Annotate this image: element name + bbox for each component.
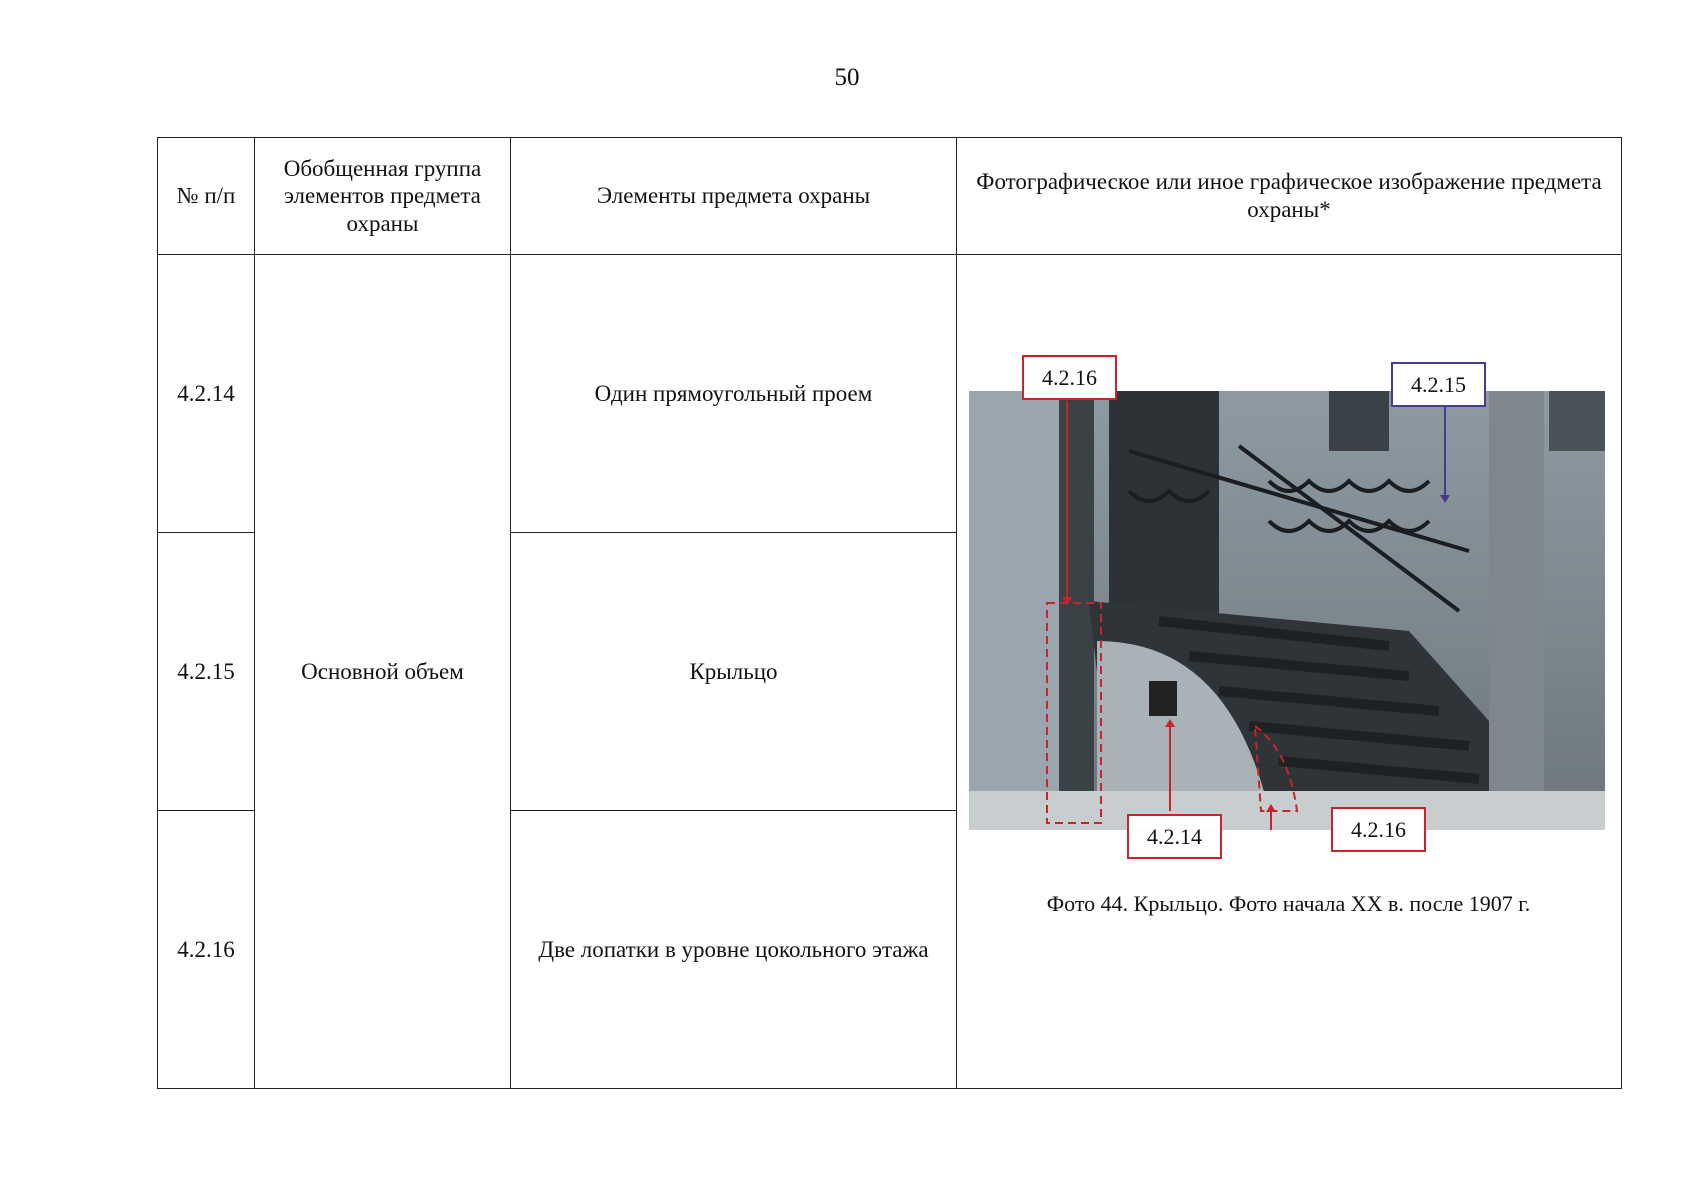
photo-figure: 4.2.16 4.2.15 4.2.14 4.2.16 Фото 44. Кры… bbox=[957, 255, 1620, 1084]
page-number: 50 bbox=[834, 64, 860, 91]
photo-cell: 4.2.16 4.2.15 4.2.14 4.2.16 Фото 44. Кры… bbox=[956, 254, 1622, 1089]
callout-4-2-16-top: 4.2.16 bbox=[1022, 355, 1117, 400]
table-row: 4.2.14 Основной объем Один прямоугольный… bbox=[157, 254, 1622, 1089]
header-image: Фотографическое или иное графическое изо… bbox=[956, 137, 1622, 255]
row-number: 4.2.14 bbox=[157, 254, 255, 533]
header-number: № п/п bbox=[157, 137, 255, 255]
callout-4-2-16-bottom: 4.2.16 bbox=[1331, 807, 1426, 852]
row-number: 4.2.15 bbox=[157, 532, 255, 811]
table-row: 4.2.15 Крыльцо bbox=[157, 532, 1622, 811]
callout-4-2-14: 4.2.14 bbox=[1127, 814, 1222, 859]
porch-photo bbox=[969, 391, 1605, 830]
table-header-row: № п/п Обобщенная группа элементов предме… bbox=[157, 137, 1622, 255]
callout-4-2-15: 4.2.15 bbox=[1391, 362, 1486, 407]
group-cell: Основной объем bbox=[254, 254, 511, 1089]
row-element: Один прямоугольный проем bbox=[510, 254, 957, 533]
photo-caption: Фото 44. Крыльцо. Фото начала XX в. посл… bbox=[1046, 891, 1531, 916]
row-element: Крыльцо bbox=[510, 532, 957, 811]
protection-elements-table: № п/п Обобщенная группа элементов предме… bbox=[157, 137, 1622, 1089]
header-group: Обобщенная группа элементов предмета охр… bbox=[254, 137, 511, 255]
table-row: 4.2.16 Две лопатки в уровне цокольного э… bbox=[157, 810, 1622, 1089]
row-element: Две лопатки в уровне цокольного этажа bbox=[510, 810, 957, 1089]
header-elements: Элементы предмета охраны bbox=[510, 137, 957, 255]
row-number: 4.2.16 bbox=[157, 810, 255, 1089]
